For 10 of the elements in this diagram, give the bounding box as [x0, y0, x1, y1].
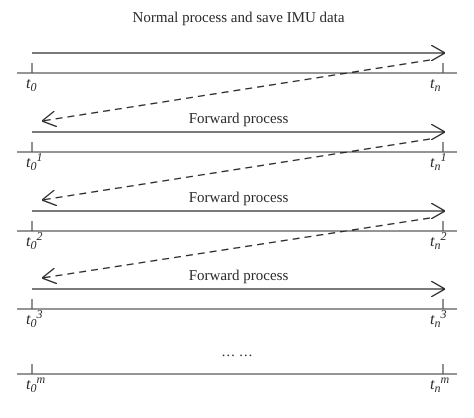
- ellipsis-text: … …: [221, 345, 253, 361]
- arrow: [32, 44, 446, 62]
- time-label: t$_{0}$: [26, 75, 36, 93]
- arrow: [32, 280, 446, 298]
- time-label: t$_{n}$: [430, 75, 440, 93]
- arrow: [32, 202, 446, 220]
- dashed-arrow: [41, 138, 430, 206]
- dashed-arrow: [41, 59, 430, 128]
- arrow: [32, 123, 446, 141]
- dashed-arrow: [41, 217, 430, 284]
